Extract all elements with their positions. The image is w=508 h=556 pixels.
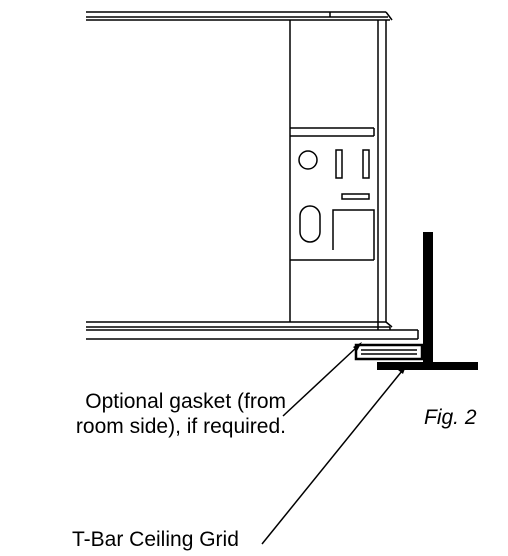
knockout-holes [298, 149, 375, 260]
gasket-annotation: Optional gasket (from room side), if req… [76, 389, 286, 439]
tbar-arrowhead [398, 366, 406, 374]
tbar-grid-section [377, 232, 478, 370]
housing-top-flange [86, 11, 393, 21]
figure-label: Fig. 2 [424, 406, 477, 429]
gasket-leader-line [282, 346, 358, 417]
gasket-annotation-line-1: Optional gasket (from [85, 390, 286, 413]
tbar-annotation: T-Bar Ceiling Grid [72, 528, 239, 551]
housing-bottom-lip [86, 321, 419, 340]
tbar-leader-line [261, 370, 403, 545]
gasket-annotation-line-2: room side), if required. [75, 415, 286, 438]
optional-gasket [354, 343, 424, 361]
leader-arrowheads [353, 342, 406, 374]
gasket-arrowhead [353, 342, 362, 351]
housing-end-plate [289, 20, 387, 322]
